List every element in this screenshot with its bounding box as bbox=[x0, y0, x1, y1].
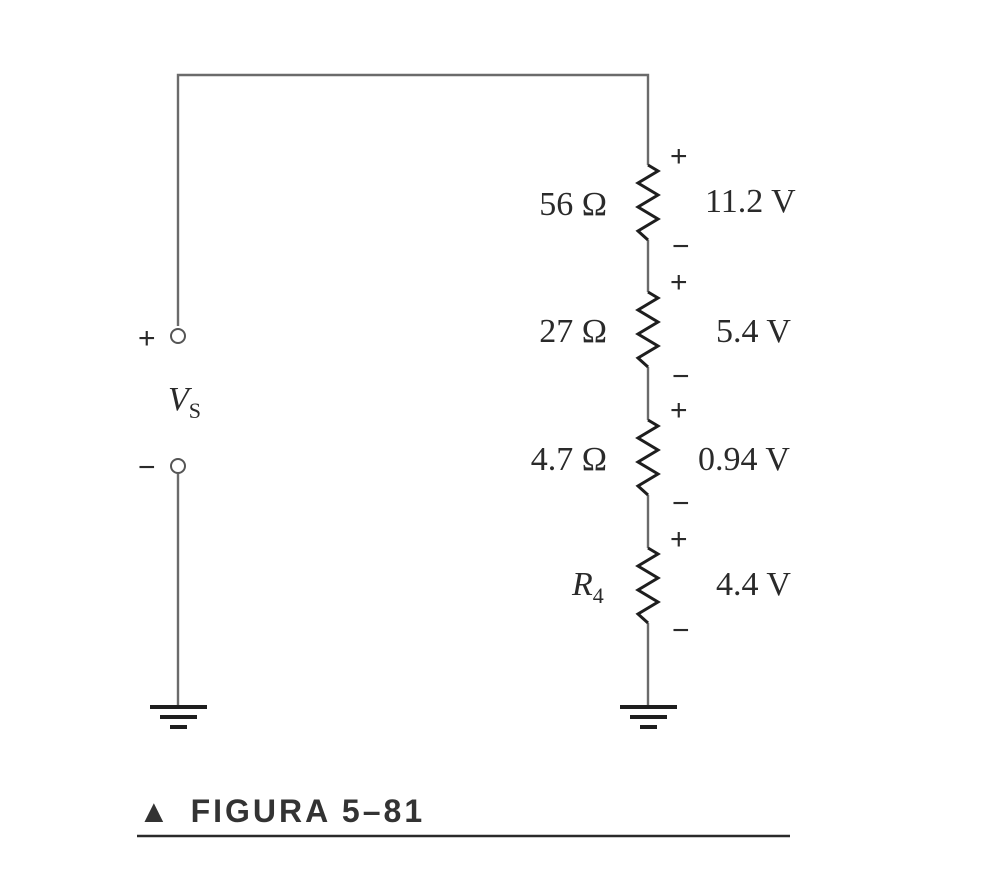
resistor-r4-name: R bbox=[571, 566, 593, 603]
polarity-minus-r1: − bbox=[672, 230, 690, 263]
polarity-plus-r1: + bbox=[670, 140, 688, 173]
resistor-56-ohm bbox=[635, 163, 661, 242]
voltage-label-r4: 4.4 V bbox=[716, 566, 791, 603]
polarity-minus-r4: − bbox=[672, 614, 690, 647]
source-positive-terminal bbox=[170, 328, 186, 344]
ground-icon bbox=[150, 705, 207, 729]
resistor-27-ohm bbox=[635, 290, 661, 369]
source-subscript: S bbox=[189, 398, 201, 423]
polarity-minus-r3: − bbox=[672, 487, 690, 520]
resistor-r4 bbox=[635, 546, 661, 625]
resistor-label-r4: R4 bbox=[571, 566, 604, 608]
triangle-icon: ▲ bbox=[138, 793, 173, 829]
source-negative-terminal bbox=[170, 458, 186, 474]
resistor-label-4-7-ohm: 4.7 Ω bbox=[531, 441, 607, 478]
source-label: VS bbox=[168, 381, 201, 423]
polarity-plus-r2: + bbox=[670, 266, 688, 299]
resistor-4-7-ohm bbox=[635, 418, 661, 497]
polarity-plus-r4: + bbox=[670, 523, 688, 556]
resistor-label-27-ohm: 27 Ω bbox=[539, 313, 607, 350]
resistor-r4-subscript: 4 bbox=[593, 583, 604, 608]
voltage-label-r3: 0.94 V bbox=[698, 441, 790, 478]
voltage-label-r2: 5.4 V bbox=[716, 313, 791, 350]
voltage-label-r1: 11.2 V bbox=[705, 183, 796, 220]
figure-caption: ▲ FIGURA 5–81 bbox=[138, 793, 425, 829]
resistor-label-56-ohm: 56 Ω bbox=[539, 186, 607, 223]
polarity-plus-r3: + bbox=[670, 394, 688, 427]
ground-icon bbox=[620, 705, 677, 729]
source-plus-sign: + bbox=[138, 322, 156, 355]
polarity-minus-r2: − bbox=[672, 360, 690, 393]
figure-caption-text: FIGURA 5–81 bbox=[191, 793, 426, 829]
source-minus-sign: − bbox=[138, 451, 156, 484]
top-wire bbox=[176, 73, 650, 326]
